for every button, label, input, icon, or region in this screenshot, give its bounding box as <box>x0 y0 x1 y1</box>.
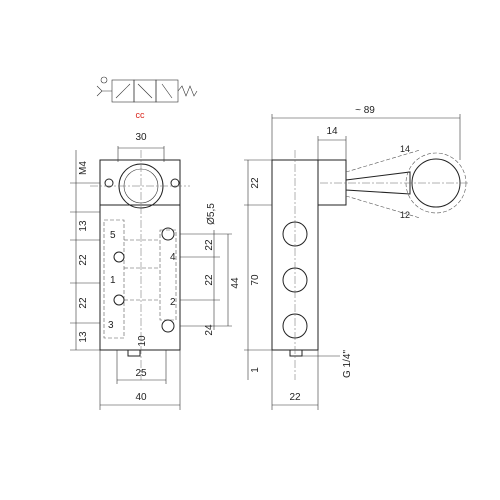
port-label-5: 5 <box>110 230 116 241</box>
dim-side-bottom: 1 <box>250 367 261 373</box>
dim-d2: 22 <box>78 254 89 266</box>
dim-inner-width: 25 <box>135 368 147 379</box>
port-label-2: 2 <box>170 297 176 308</box>
dim-top-height: 22 <box>250 177 261 189</box>
dim-overall: ~ 89 <box>355 105 375 116</box>
dim-angle-up: 14 <box>400 144 410 154</box>
front-view: 5 4 1 2 3 30 M4 13 22 22 13 Ø5,5 22 22 2… <box>70 132 241 410</box>
dim-r2: 22 <box>204 274 215 286</box>
front-stem <box>127 349 141 357</box>
port-label-1: 1 <box>110 275 116 286</box>
dim-d1: 13 <box>78 220 89 232</box>
dim-angle-down: 12 <box>400 210 410 220</box>
dim-side-height: 70 <box>250 274 261 286</box>
dim-thread: M4 <box>78 161 89 175</box>
dim-d4: 13 <box>78 331 89 343</box>
dim-top-width: 30 <box>135 132 147 143</box>
side-stem <box>289 349 303 357</box>
symbol-marker: cc <box>136 110 146 120</box>
mount-hole-left <box>104 178 114 188</box>
front-flange <box>99 159 181 206</box>
dim-side-width: 22 <box>289 392 301 403</box>
dim-lever-width: 14 <box>326 126 338 137</box>
valve-symbol: cc <box>96 76 198 120</box>
dim-d3: 22 <box>78 297 89 309</box>
dim-r1: 22 <box>204 239 215 251</box>
lever-arm <box>345 171 411 195</box>
dim-height: 44 <box>230 277 241 289</box>
dim-r3: 24 <box>204 324 215 336</box>
dim-width: 40 <box>135 392 147 403</box>
dim-bottom: 10 <box>137 335 148 347</box>
dim-side-thread: G 1/4" <box>342 350 353 378</box>
dim-port-dia: Ø5,5 <box>206 203 217 225</box>
port-label-3: 3 <box>108 320 114 331</box>
side-flange <box>317 159 347 206</box>
port-label-4: 4 <box>170 252 176 263</box>
mount-hole-right <box>170 178 180 188</box>
side-view: 14 12 ~ 89 14 22 70 1 G 1/4" 22 <box>244 105 470 410</box>
